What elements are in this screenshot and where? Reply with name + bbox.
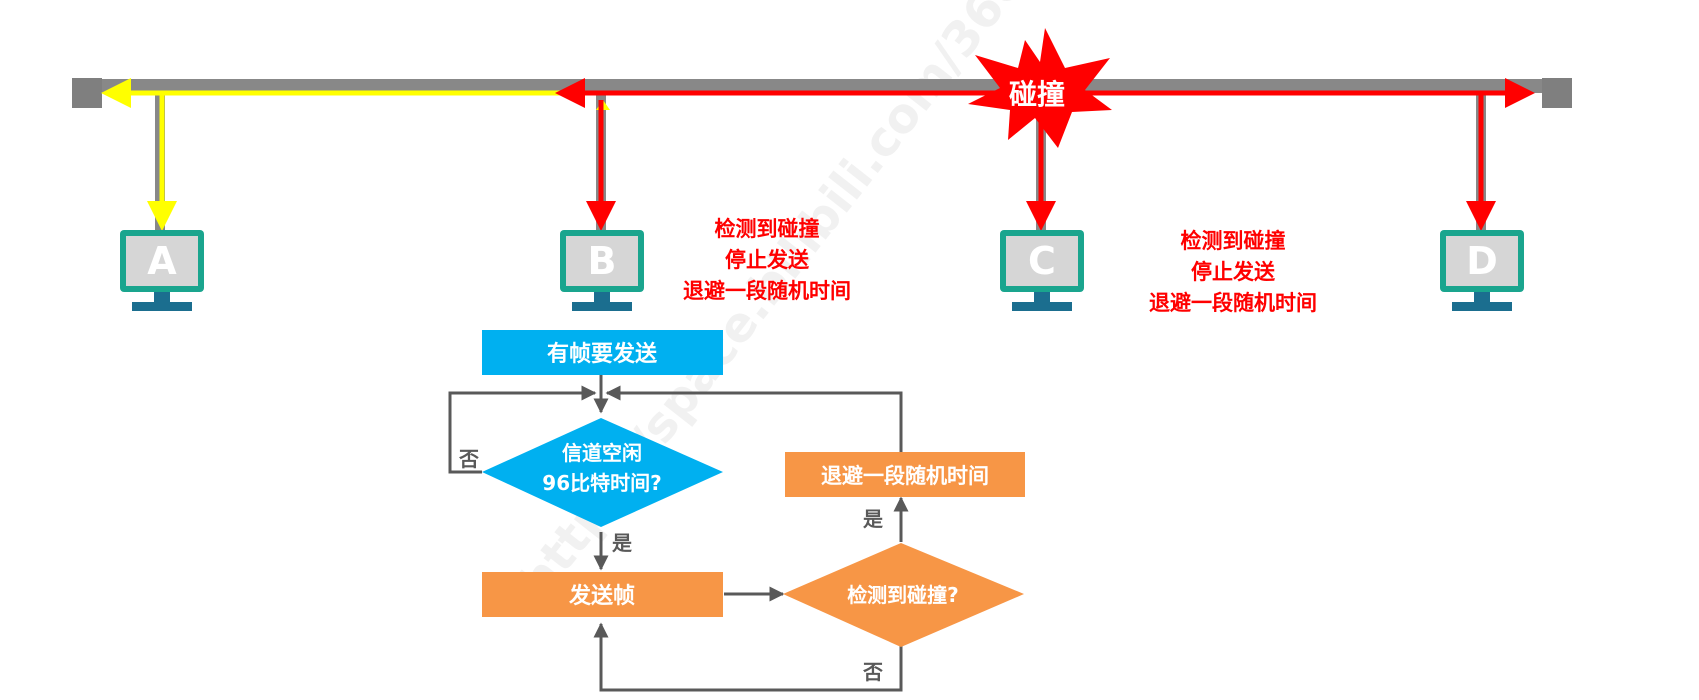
flow-decision-idle <box>482 418 723 527</box>
note-b-line1: 检测到碰撞 <box>715 217 820 241</box>
monitor-base-a <box>132 302 192 311</box>
bus-terminator-left <box>72 78 102 108</box>
flow-label-no-collision: 否 <box>862 660 883 684</box>
monitor-screen-c <box>1006 236 1078 286</box>
bus-line <box>72 79 1572 93</box>
flow-send-label: 发送帧 <box>568 583 635 609</box>
note-b-line3: 退避一段随机时间 <box>683 279 851 303</box>
note-c: 检测到碰撞 停止发送 退避一段随机时间 <box>1149 229 1317 315</box>
collision-burst: 碰撞 <box>968 28 1112 148</box>
flow-label-no-idle: 否 <box>458 447 479 471</box>
note-b: 检测到碰撞 停止发送 退避一段随机时间 <box>683 217 851 303</box>
station-b: B <box>560 230 644 311</box>
monitor-base-c <box>1012 302 1072 311</box>
station-label-d: D <box>1466 239 1498 283</box>
flow-decision-idle-line2: 96比特时间? <box>542 471 661 495</box>
monitor-neck-a <box>154 292 170 302</box>
note-b-line2: 停止发送 <box>725 248 810 272</box>
flow-backoff-to-idle <box>605 385 903 452</box>
collision-label: 碰撞 <box>1009 78 1065 111</box>
note-c-line2: 停止发送 <box>1191 260 1276 284</box>
monitor-neck-b <box>594 292 610 302</box>
flow-decision-idle-line1: 信道空闲 <box>562 441 642 465</box>
flow-backoff-box <box>785 452 1025 497</box>
flow-send-box <box>482 572 723 617</box>
flow-idle-no-loop <box>448 385 597 474</box>
flow-decision-collision <box>783 543 1024 647</box>
monitor-base-b <box>572 302 632 311</box>
station-c: C <box>1000 230 1084 311</box>
flow-start-label: 有帧要发送 <box>547 341 657 367</box>
station-label-a: A <box>147 239 177 283</box>
signal-yellow <box>101 78 610 231</box>
monitor-screen-a <box>126 236 198 286</box>
flow-decision-collision-label: 检测到碰撞? <box>847 583 959 607</box>
monitor-screen-d <box>1446 236 1518 286</box>
monitor-screen-b <box>566 236 638 286</box>
station-label-b: B <box>588 239 617 283</box>
flow-label-yes-idle: 是 <box>611 531 632 555</box>
station-a: A <box>120 230 204 311</box>
flow-detect-no-loop <box>593 622 903 692</box>
flow-label-yes-collision: 是 <box>862 507 883 531</box>
collision-star-shape <box>968 28 1112 148</box>
monitor-base-d <box>1452 302 1512 311</box>
note-c-line3: 退避一段随机时间 <box>1149 291 1317 315</box>
station-label-c: C <box>1028 239 1056 283</box>
flow-start-box <box>482 330 723 375</box>
monitor-neck-c <box>1034 292 1050 302</box>
station-d: D <box>1440 230 1524 311</box>
flowchart: 有帧要发送 信道空闲 96比特时间? 发送帧 检测到碰撞? 退避一段随机时间 否… <box>448 330 1025 692</box>
note-c-line1: 检测到碰撞 <box>1181 229 1286 253</box>
flow-backoff-label: 退避一段随机时间 <box>821 464 989 488</box>
monitor-neck-d <box>1474 292 1490 302</box>
bus-terminator-right <box>1542 78 1572 108</box>
